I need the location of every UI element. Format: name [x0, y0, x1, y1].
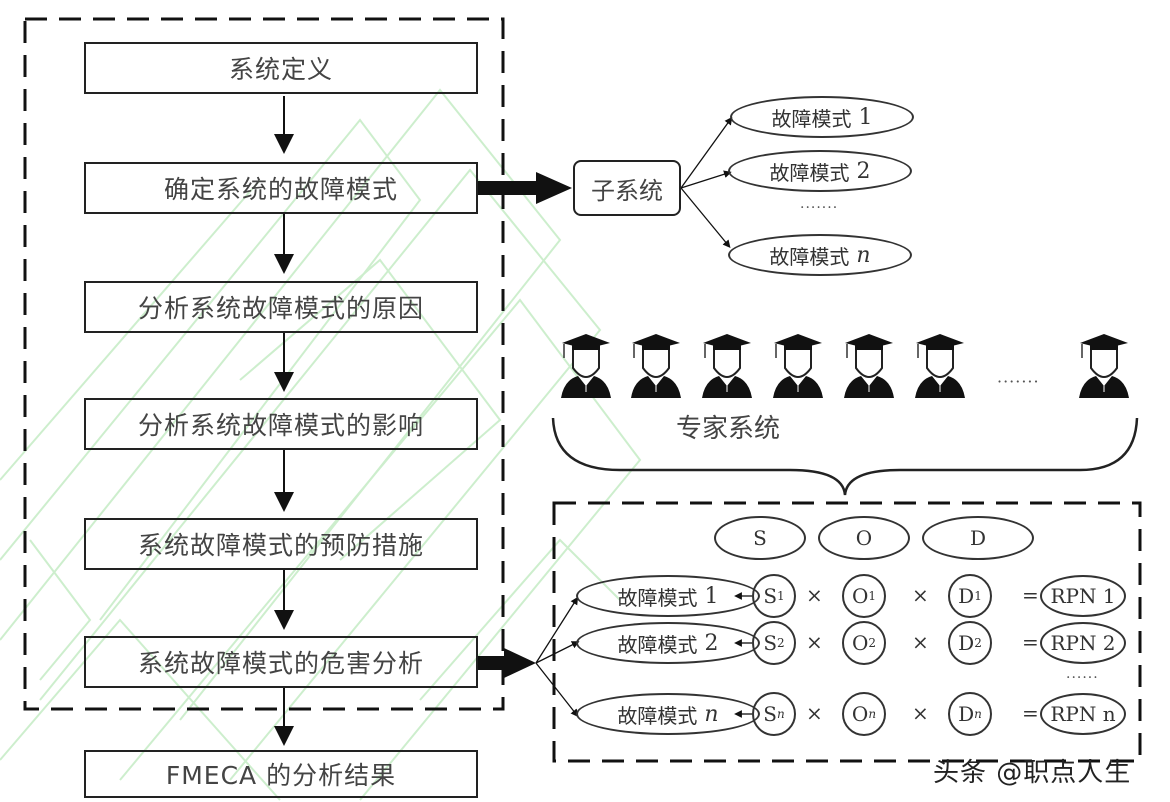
rpn-failure-mode-2: 故障模式 2	[576, 622, 760, 664]
equals-sign: =	[1022, 583, 1039, 607]
times-sign: ×	[806, 583, 823, 607]
times-sign: ×	[912, 701, 929, 725]
header-severity: S	[714, 516, 806, 560]
thick-arrow-to-rpn	[478, 648, 536, 678]
expert-icon	[561, 334, 611, 398]
times-sign: ×	[806, 630, 823, 654]
watermark-credit: 头条 @职点人生	[933, 758, 1132, 788]
expert-icons	[561, 334, 1129, 398]
expert-icon	[915, 334, 965, 398]
subsystem-failure-mode-2: 故障模式 2	[728, 150, 912, 192]
subsystem-ellipsis: ·······	[800, 200, 839, 216]
rpn-branches	[535, 596, 580, 718]
flow-step-analyze-effects: 分析系统故障模式的影响	[84, 398, 478, 450]
rpn-result-2: RPN 2	[1040, 622, 1126, 664]
subsystem-box: 子系统	[573, 160, 681, 216]
expert-ellipsis: ·······	[997, 372, 1040, 391]
expert-system-label: 专家系统	[676, 414, 781, 444]
rpn-dashed-boundary	[552, 501, 1142, 763]
rpn-ellipsis: ······	[1066, 670, 1099, 686]
times-sign: ×	[912, 630, 929, 654]
rpn-result-n: RPN n	[1040, 693, 1126, 735]
subsystem-branches	[680, 116, 733, 249]
expert-brace	[551, 417, 1139, 496]
expert-icon	[702, 334, 752, 398]
times-sign: ×	[806, 701, 823, 725]
flow-step-determine-failure-modes: 确定系统的故障模式	[84, 162, 478, 214]
rpn-result-1: RPN 1	[1040, 575, 1126, 617]
expert-icon	[1079, 334, 1129, 398]
expert-icon	[844, 334, 894, 398]
process-dashed-boundary	[23, 17, 505, 711]
rpn-failure-mode-1: 故障模式 1	[576, 575, 760, 617]
flow-step-analyze-causes: 分析系统故障模式的原因	[84, 281, 478, 333]
expert-icon	[631, 334, 681, 398]
flow-step-fmeca-result: FMECA 的分析结果	[84, 750, 478, 798]
expert-icon	[773, 334, 823, 398]
subsystem-failure-mode-1: 故障模式 1	[730, 96, 914, 138]
times-sign: ×	[912, 583, 929, 607]
equals-sign: =	[1022, 701, 1039, 725]
header-detection: D	[922, 516, 1034, 560]
rpn-failure-mode-n: 故障模式 n	[576, 693, 760, 735]
header-occurrence: O	[818, 516, 910, 560]
flow-step-system-definition: 系统定义	[84, 42, 478, 94]
thick-arrow-to-subsystem	[478, 172, 572, 204]
subsystem-failure-mode-n: 故障模式 n	[728, 234, 912, 276]
flow-step-criticality-analysis: 系统故障模式的危害分析	[84, 636, 478, 688]
flow-step-preventive-measures: 系统故障模式的预防措施	[84, 518, 478, 570]
equals-sign: =	[1022, 630, 1039, 654]
